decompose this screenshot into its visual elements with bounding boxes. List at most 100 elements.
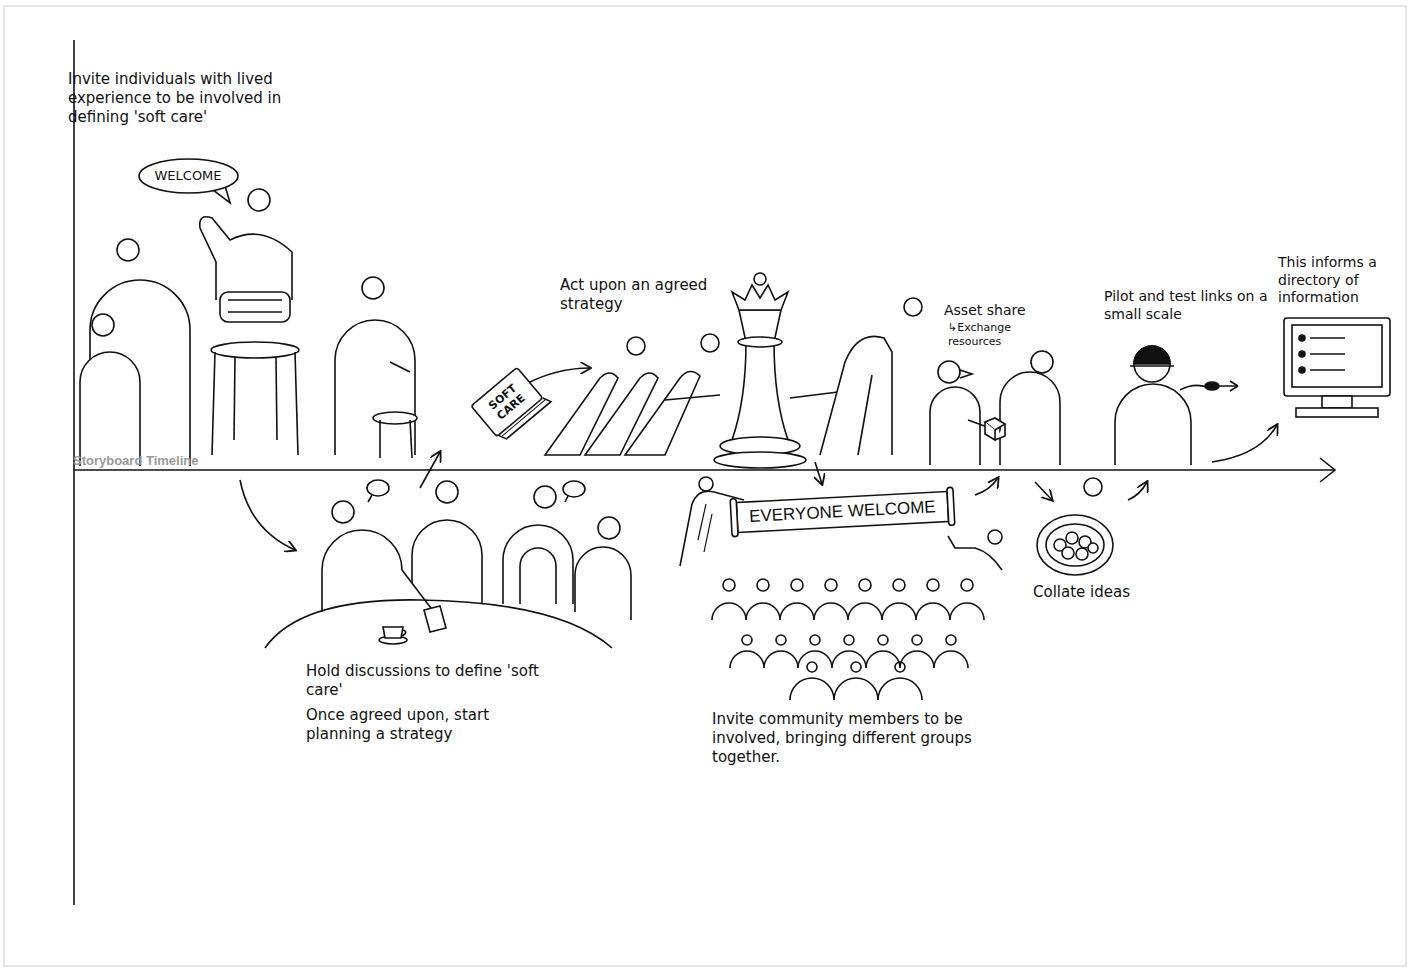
strategy-scene-part [625,371,700,455]
community-scene-part [742,635,752,645]
bubble-outline [139,159,238,193]
discussion-scene-part [503,525,573,604]
banner-pole [946,487,954,525]
timeline-axes [74,40,1335,905]
community-scene-part [961,579,973,591]
pilot-test-scene-part [1134,346,1170,382]
flow-arrow [240,368,1277,550]
welcome-scene-part [211,342,299,358]
strategy-scene-part [732,285,788,310]
asset-share-scene-part [1031,351,1053,373]
community-scene-part [757,579,769,591]
community-scene [680,477,1002,700]
community-scene-part [912,635,922,645]
strategy-scene-part [820,336,892,455]
community-scene-part [844,635,854,645]
storyboard-note: Once agreed upon, start planning a strat… [306,706,546,744]
discussion-scene-part [575,547,631,620]
banner-cloth [736,491,948,532]
flow-arrow-part [420,452,440,488]
discussion-scene-part [402,630,406,636]
pilot-test-scene-part [1130,365,1174,367]
discussion-scene-part [367,480,389,496]
community-scene-part [723,579,735,591]
welcome-scene [80,189,417,466]
book-cover [471,367,543,436]
community-scene-part [825,579,837,591]
directory-monitor-part [1299,351,1305,357]
discussion-scene-part [265,600,612,648]
pilot-test-scene-part [1205,382,1219,390]
flow-arrow-part [1212,425,1277,462]
asset-share-scene-part [960,370,972,378]
collate-plate [1037,478,1113,575]
community-scene-part [712,603,984,620]
welcome-scene-part [228,311,282,313]
strategy-scene-part [790,392,838,398]
storyboard-note: Invite individuals with lived experience… [68,70,343,126]
community-scene-part [730,651,968,668]
strategy-scene-part [701,334,719,352]
timeline-axes-part [73,40,75,905]
directory-monitor-part [1322,396,1352,408]
welcome-scene-part [212,352,215,455]
directory-monitor-part [1310,337,1345,339]
pilot-test-scene-part [1115,384,1191,465]
storyboard-note: This informs a directory of information [1278,254,1402,307]
community-scene-part [893,579,905,591]
banner-pole [730,499,738,537]
storyboard-note: Invite community members to be involved,… [712,710,1012,766]
strategy-scene [545,273,922,468]
discussion-scene-part [534,486,556,508]
asset-share-scene-part [1000,372,1060,465]
community-scene-part [946,635,956,645]
community-scene-part [680,491,744,566]
community-scene-part [859,579,871,591]
directory-monitor-part [1310,353,1345,355]
welcome-scene-part [248,189,270,211]
discussion-scene-part [520,548,556,604]
collate-plate-part [1088,543,1098,553]
collate-plate-part [1076,548,1088,560]
pilot-test-scene-part [1230,381,1238,391]
community-scene-part [699,477,713,491]
community-scene-part [948,536,1002,570]
welcome-scene-part [228,299,282,301]
collate-plate-part [1066,532,1078,544]
community-scene-part [878,635,888,645]
asset-share-scene-part [930,387,980,465]
discussion-scene [265,480,631,648]
flow-arrow-part [522,368,590,386]
strategy-scene-part [665,395,720,400]
welcome-scene-part [80,352,140,466]
storyboard-note: Hold discussions to define 'soft care' [306,662,566,700]
directory-monitor-part [1299,335,1305,341]
collate-plate-part [1084,478,1102,496]
page-frame-part [4,6,1406,966]
community-scene-part [790,678,922,700]
page-frame [4,6,1406,966]
flow-arrow-part [975,478,998,495]
collate-plate-part [1046,524,1104,566]
community-scene-part [791,579,803,591]
timeline-axes-part [74,469,1334,471]
node-text: WELCOME [155,168,222,184]
strategy-scene-part [714,452,806,468]
community-scene-part [698,504,712,552]
welcome-scene-part [379,420,381,458]
directory-monitor-part [1292,325,1382,387]
storyboard-note: Asset share [944,302,1026,320]
timeline-axes-part [1320,458,1335,482]
directory-monitor-part [1296,408,1378,417]
discussion-scene-part [383,627,403,638]
welcome-scene-part [220,292,290,322]
community-scene-part [810,635,820,645]
strategy-scene-part [732,310,788,440]
timeline-title: Storyboard Timeline [73,453,198,469]
storyboard-note: Pilot and test links on a small scale [1104,288,1279,323]
asset-share-scene-part [938,361,960,383]
discussion-scene-part [565,496,568,502]
asset-share-scene [930,351,1060,465]
